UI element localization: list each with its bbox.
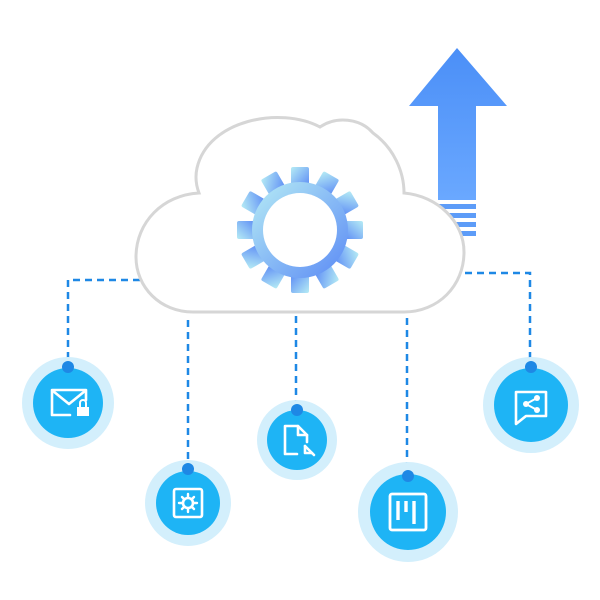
connector-share bbox=[465, 271, 532, 366]
connector-dot bbox=[62, 361, 74, 373]
connector-mail bbox=[66, 278, 140, 368]
file-cursor-icon bbox=[283, 424, 316, 457]
node-safe[interactable] bbox=[145, 460, 231, 546]
share-chat-icon bbox=[514, 390, 548, 426]
node-share[interactable] bbox=[483, 357, 579, 453]
node-mail-lock[interactable] bbox=[22, 357, 114, 449]
connector-dot bbox=[525, 361, 537, 373]
connector-dot bbox=[402, 470, 414, 482]
connector-dot bbox=[182, 463, 194, 475]
connector-dot bbox=[291, 404, 303, 416]
gear-icon bbox=[237, 167, 363, 293]
node-file-cursor[interactable] bbox=[257, 400, 337, 480]
mail-lock-icon bbox=[50, 388, 89, 417]
kanban-board-icon bbox=[388, 492, 428, 532]
connectors bbox=[66, 271, 532, 476]
safe-settings-icon bbox=[172, 487, 204, 519]
node-board[interactable] bbox=[358, 462, 458, 562]
